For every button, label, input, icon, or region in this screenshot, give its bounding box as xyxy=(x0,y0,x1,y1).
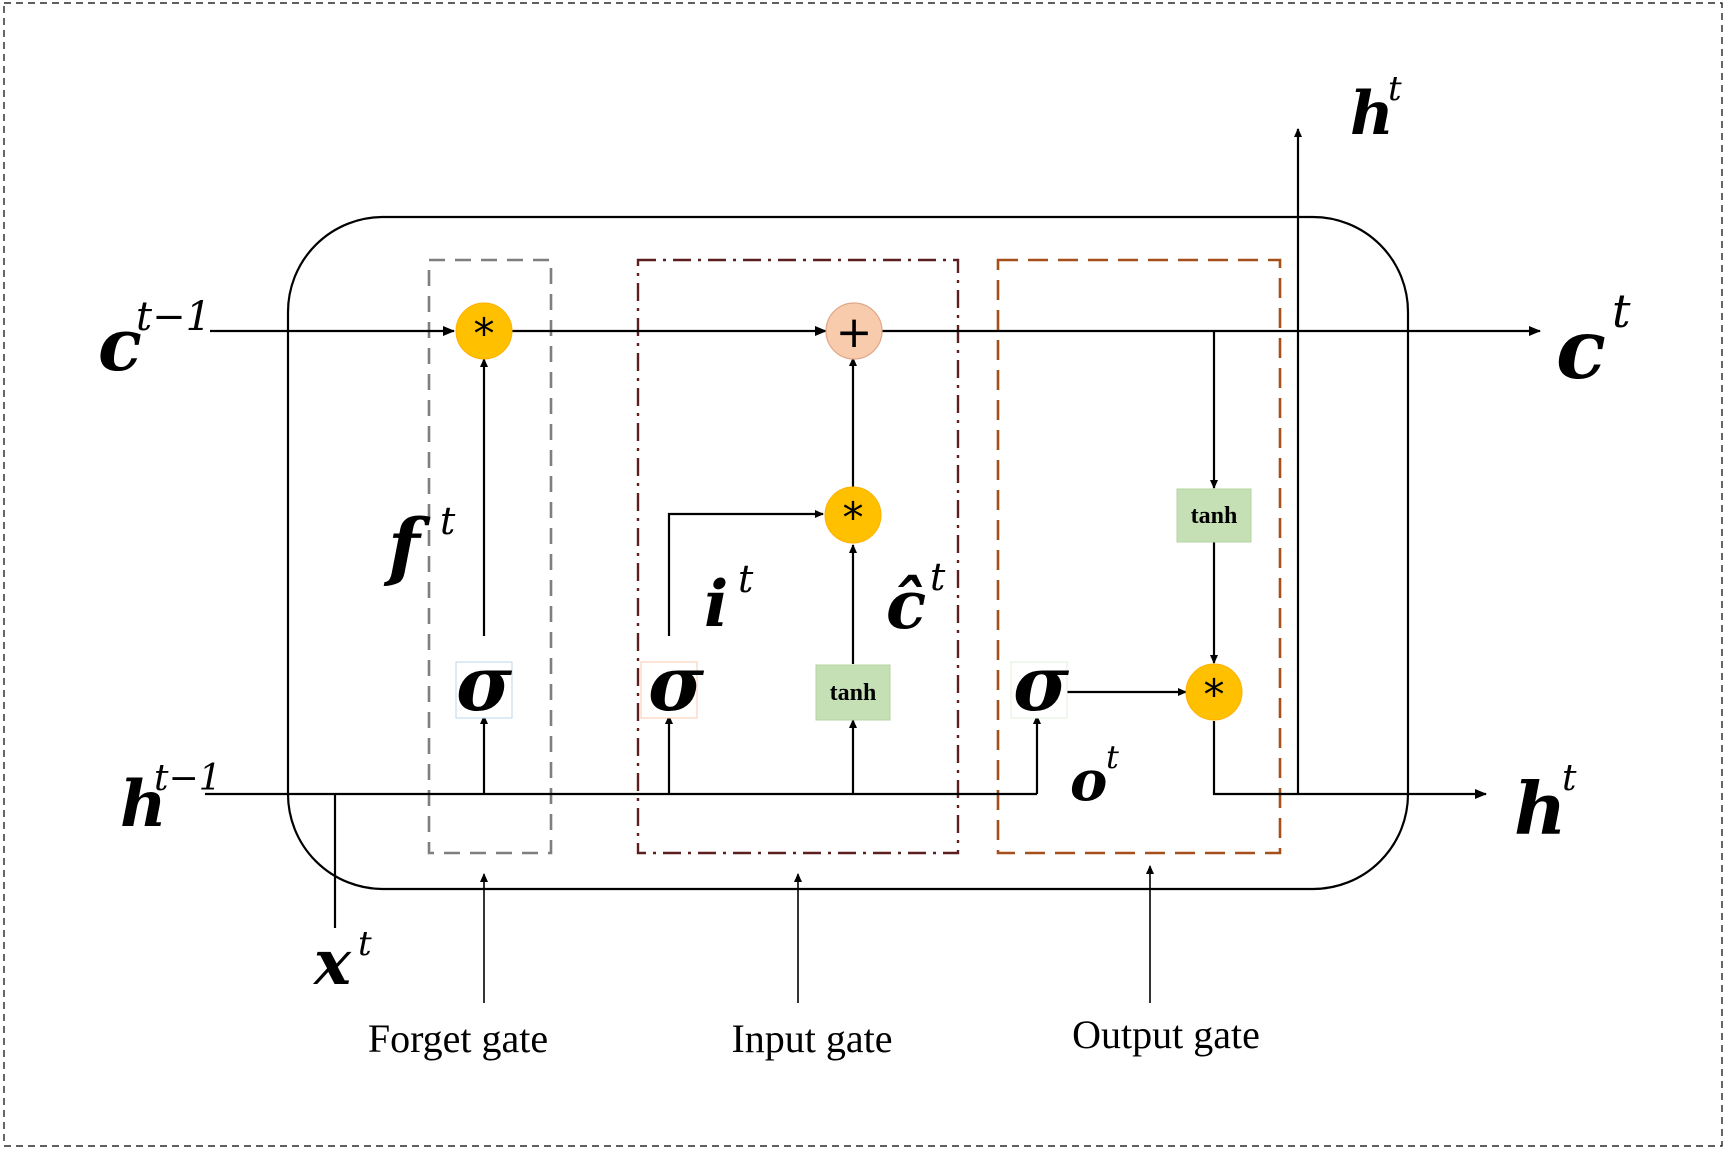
label-h-out-right-sup: t xyxy=(1562,758,1577,799)
label-h-out-top-base: h xyxy=(1350,79,1394,149)
input-sigma-bg xyxy=(640,661,698,719)
input-sigma-box: σ xyxy=(640,639,705,728)
forget-sigma-box: σ xyxy=(455,639,513,728)
input-multiply-symbol: * xyxy=(843,493,864,542)
label-i: i t xyxy=(704,557,754,642)
output-multiply-symbol: * xyxy=(1204,670,1225,719)
forget-multiply-circle xyxy=(455,302,513,360)
label-x-base: x xyxy=(312,926,352,999)
add-symbol: + xyxy=(836,307,873,358)
label-f: f t xyxy=(383,499,456,590)
forget-sigma-bg xyxy=(455,661,513,719)
add-circle xyxy=(825,302,883,360)
label-c-out: c t xyxy=(1556,284,1631,398)
input-multiply-node: * xyxy=(824,486,882,544)
label-h-out-top-sup: t xyxy=(1388,69,1402,109)
label-o-base: o xyxy=(1070,748,1107,814)
label-i-sup: t xyxy=(738,557,754,601)
outer-frame xyxy=(3,2,1723,1147)
label-i-base: i xyxy=(704,567,728,642)
label-f-base: f xyxy=(383,504,431,590)
lstm-cell-box xyxy=(286,215,1410,891)
label-c-hat-base: ĉ xyxy=(886,566,926,644)
label-o-sup: t xyxy=(1106,738,1119,776)
label-c-prev-base: c xyxy=(98,302,142,387)
label-c-prev-sup: t−1 xyxy=(136,294,211,340)
forget-multiply-symbol: * xyxy=(474,309,495,358)
output-sigma-symbol: σ xyxy=(1013,639,1070,728)
output-sigma-bg xyxy=(1010,661,1068,719)
output-tanh-label: tanh xyxy=(1191,503,1238,529)
label-c-out-sup: t xyxy=(1612,284,1631,338)
forget-multiply-node: * xyxy=(455,302,513,360)
caption-forget-gate: Forget gate xyxy=(368,1016,548,1061)
caption-output-gate: Output gate xyxy=(1072,1012,1260,1057)
label-h-out-right-base: h xyxy=(1514,766,1566,851)
output-gate-box xyxy=(996,258,1282,855)
input-tanh-bg xyxy=(815,664,891,721)
input-tanh-label: tanh xyxy=(830,680,877,706)
input-gate-box xyxy=(636,258,960,855)
label-h-prev: h t−1 xyxy=(120,758,222,842)
label-c-out-base: c xyxy=(1556,302,1606,398)
label-h-out-top: h t xyxy=(1350,69,1402,149)
label-c-hat: ĉ t xyxy=(886,555,946,644)
label-h-prev-base: h xyxy=(120,767,167,842)
label-f-sup: t xyxy=(440,499,456,543)
input-multiply-circle xyxy=(824,486,882,544)
label-c-prev: c t−1 xyxy=(98,294,211,387)
output-multiply-circle xyxy=(1185,663,1243,721)
forget-gate-box xyxy=(427,258,553,855)
output-multiply-node: * xyxy=(1185,663,1243,721)
input-sigma-symbol: σ xyxy=(648,639,705,728)
output-tanh-box: tanh xyxy=(1176,488,1252,543)
input-to-mult xyxy=(667,510,824,636)
output-sigma-box: σ xyxy=(1010,639,1070,728)
label-x-sup: t xyxy=(358,924,372,964)
output-tanh-bg xyxy=(1176,488,1252,543)
label-c-hat-sup: t xyxy=(930,555,946,599)
forget-sigma-symbol: σ xyxy=(456,639,513,728)
add-node: + xyxy=(825,302,883,360)
label-h-out-right: h t xyxy=(1514,758,1577,851)
caption-input-gate: Input gate xyxy=(731,1016,892,1061)
hidden-output-line xyxy=(1212,721,1487,799)
input-tanh-box: tanh xyxy=(815,664,891,721)
label-x: x t xyxy=(312,924,372,999)
label-o: o t xyxy=(1070,738,1119,814)
label-h-prev-sup: t−1 xyxy=(154,758,222,799)
